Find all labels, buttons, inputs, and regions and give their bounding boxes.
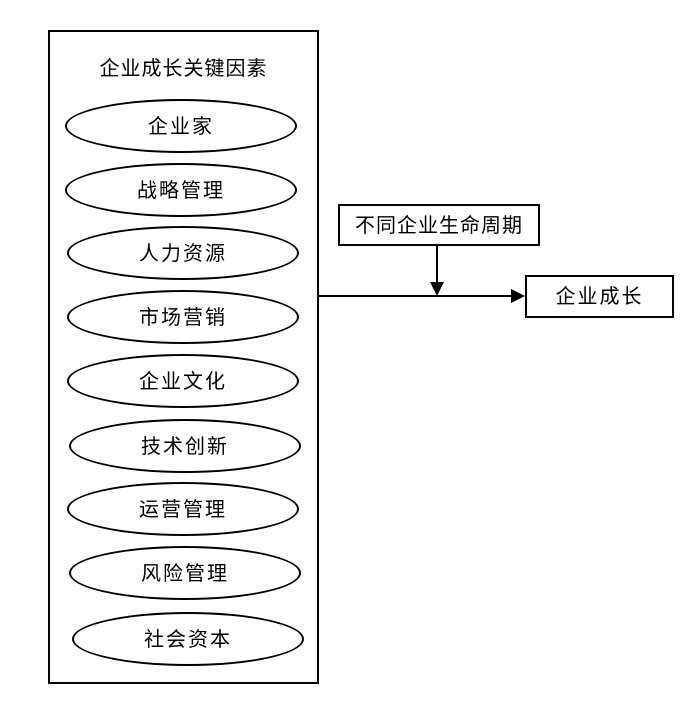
factor-oval-tech-innovation: 技术创新 — [69, 419, 301, 473]
factor-oval-operations-management: 运营管理 — [67, 482, 299, 536]
lifecycle-arrow-head — [430, 282, 444, 296]
factor-oval-entrepreneur: 企业家 — [65, 99, 297, 153]
factor-oval-social-capital: 社会资本 — [72, 612, 304, 666]
factor-oval-corporate-culture: 企业文化 — [67, 354, 299, 408]
growth-box: 企业成长 — [525, 275, 674, 318]
lifecycle-box: 不同企业生命周期 — [338, 204, 540, 246]
factor-oval-risk-management: 风险管理 — [69, 546, 301, 600]
key-factors-title: 企业成长关键因素 — [99, 56, 268, 80]
growth-arrow-head — [511, 289, 525, 303]
factor-oval-strategic-management: 战略管理 — [65, 163, 297, 217]
factor-oval-marketing: 市场营销 — [67, 290, 299, 344]
factor-oval-human-resources: 人力资源 — [67, 226, 299, 280]
key-factors-container — [48, 30, 319, 684]
